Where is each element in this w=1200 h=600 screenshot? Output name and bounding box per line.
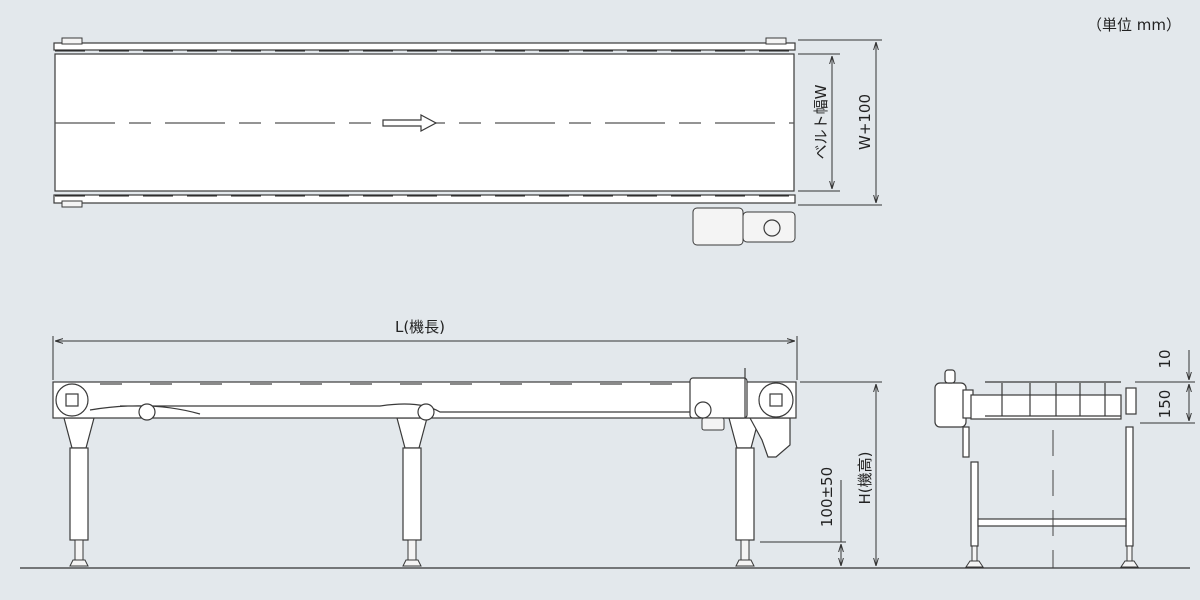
top-view: ベルト幅W W+100: [53, 37, 882, 246]
leg-left: [970, 461, 979, 547]
motor-end: [934, 382, 967, 428]
leg: [396, 417, 428, 567]
leg: [63, 417, 95, 567]
head-pulley: [758, 382, 794, 418]
end-view: 10 150: [934, 349, 1195, 568]
pulley-bolt: [61, 200, 83, 208]
roller-frame: [970, 394, 1122, 420]
unit-label: （単位 mm）: [1087, 16, 1181, 34]
pulley-bolt: [61, 37, 83, 45]
adjust-label: 100±50: [818, 467, 836, 527]
pulley-bolt: [765, 37, 787, 45]
length-label: L(機長): [395, 318, 445, 336]
leg-right: [1125, 426, 1134, 547]
side-view: L(機長): [20, 318, 1190, 569]
frame-height-label: 150: [1156, 390, 1174, 419]
cross-brace: [977, 518, 1127, 527]
gearbox: [742, 211, 796, 243]
top-offset-label: 10: [1156, 349, 1174, 368]
frame-width-label: W+100: [856, 94, 874, 150]
belt-width-label: ベルト幅W: [812, 84, 830, 159]
top-rail: [53, 42, 796, 51]
tail-pulley: [55, 383, 89, 417]
bottom-rail: [53, 194, 796, 204]
direction-arrow-icon: [382, 114, 438, 132]
motor: [692, 207, 744, 246]
height-label: H(機高): [856, 452, 874, 505]
leg: [728, 417, 791, 567]
